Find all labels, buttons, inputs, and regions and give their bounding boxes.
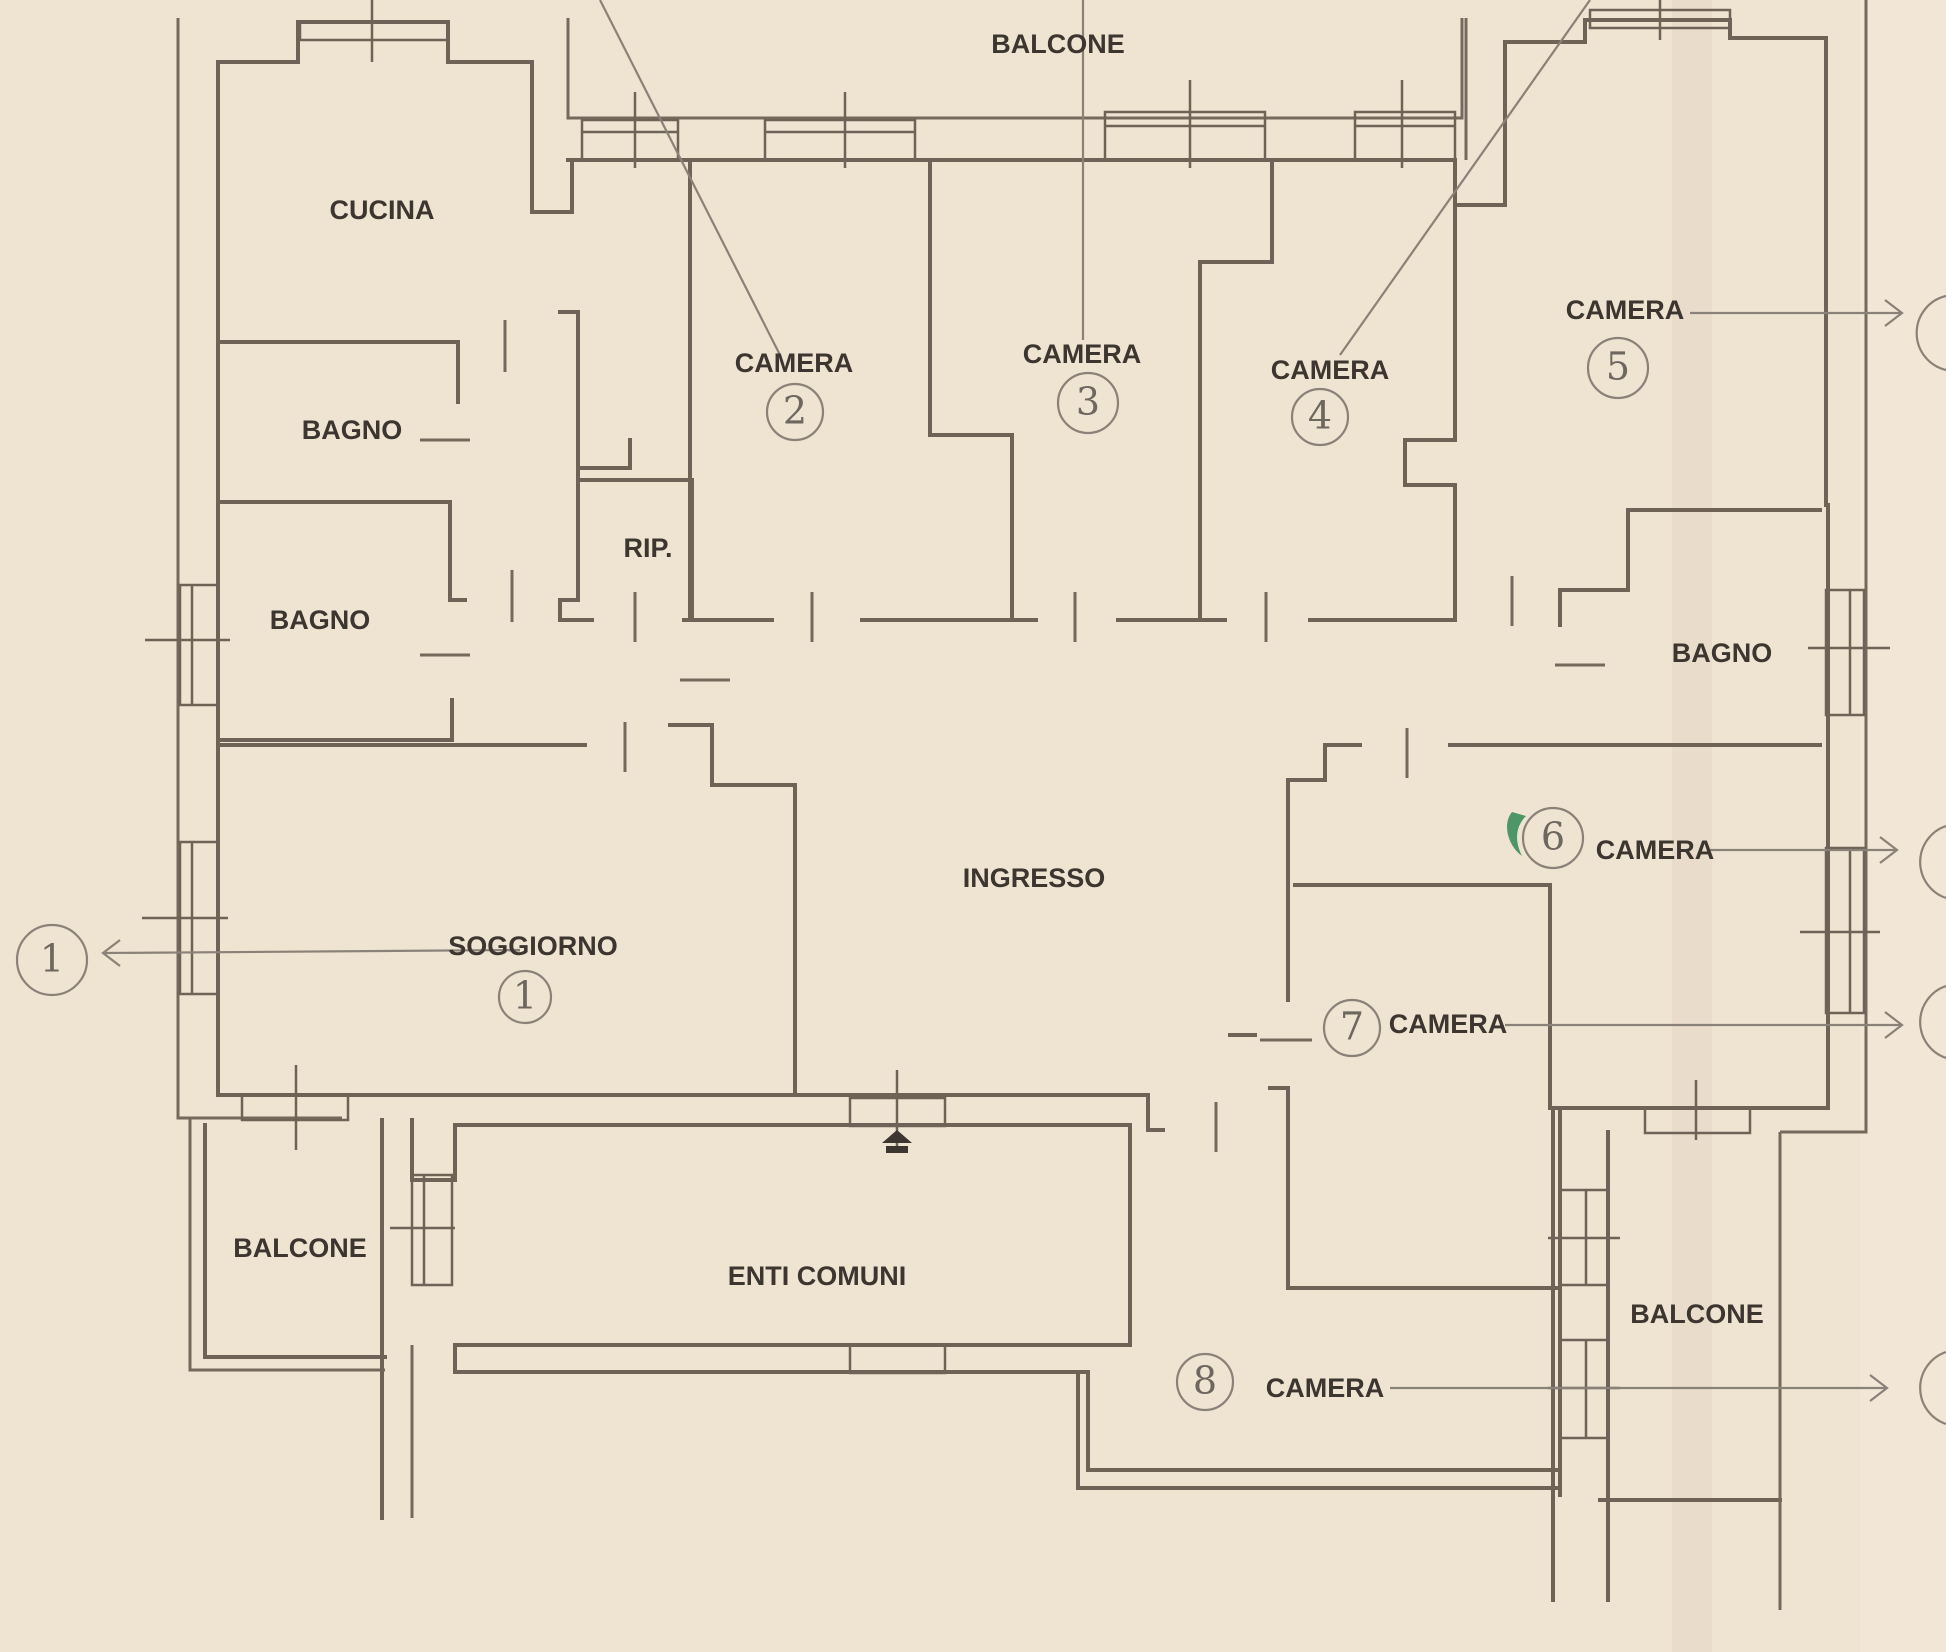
marker-camera-8: 8: [1175, 1352, 1235, 1412]
marker-camera-5: 5: [1586, 336, 1650, 400]
room-label-camera-5: CAMERA: [1566, 295, 1685, 325]
marker-soggiorno-edge: 1: [15, 923, 89, 997]
pen-annotations: [101, 0, 1904, 1402]
svg-text:7: 7: [1340, 1005, 1364, 1049]
room-label-bagno-1: BAGNO: [302, 415, 403, 445]
marker-camera-4: 4: [1290, 387, 1350, 447]
svg-text:3: 3: [1076, 380, 1100, 424]
room-label-balcone-left: BALCONE: [233, 1233, 367, 1263]
interior-walls: [216, 158, 1822, 1290]
room-label-enti-comuni: ENTI COMUNI: [728, 1261, 907, 1291]
room-label-balcone-right: BALCONE: [1630, 1299, 1764, 1329]
outer-walls: [176, 0, 1868, 1610]
room-label-camera-2: CAMERA: [735, 348, 854, 378]
svg-text:5: 5: [1606, 345, 1630, 389]
room-label-bagno-3: BAGNO: [1672, 638, 1773, 668]
marker-camera-7: 7: [1322, 998, 1382, 1058]
door-openings: [420, 320, 1605, 1152]
room-label-cucina: CUCINA: [330, 195, 435, 225]
svg-text:2: 2: [783, 389, 807, 433]
room-label-bagno-2: BAGNO: [270, 605, 371, 635]
svg-text:1: 1: [513, 974, 537, 1018]
marker-soggiorno: 1: [497, 969, 553, 1025]
svg-text:6: 6: [1541, 815, 1565, 859]
room-label-camera-7: CAMERA: [1389, 1009, 1508, 1039]
svg-text:8: 8: [1193, 1359, 1217, 1403]
entrance-arrow-icon: [882, 1130, 912, 1153]
marker-camera-6: 6: [1521, 806, 1585, 870]
paper-fold-shadow: [1672, 0, 1712, 1652]
green-highlight-mark: [1507, 812, 1526, 856]
svg-text:4: 4: [1308, 394, 1332, 438]
room-labels: BALCONE CUCINA BAGNO BAGNO RIP. CAMERA C…: [233, 29, 1772, 1403]
room-label-balcone-top: BALCONE: [991, 29, 1125, 59]
svg-text:1: 1: [40, 937, 64, 981]
marker-camera-3: 3: [1056, 371, 1120, 435]
windows: [142, 0, 1890, 1440]
room-number-markers: 1 1 2 3 4 5 6 7: [15, 294, 1946, 1426]
room-label-camera-4: CAMERA: [1271, 355, 1390, 385]
room-label-camera-3: CAMERA: [1023, 339, 1142, 369]
room-label-camera-8: CAMERA: [1266, 1373, 1385, 1403]
marker-camera-2: 2: [765, 382, 825, 442]
room-label-camera-6: CAMERA: [1596, 835, 1715, 865]
room-label-ingresso: INGRESSO: [963, 863, 1106, 893]
room-label-soggiorno: SOGGIORNO: [448, 931, 618, 961]
room-label-rip: RIP.: [623, 533, 672, 563]
